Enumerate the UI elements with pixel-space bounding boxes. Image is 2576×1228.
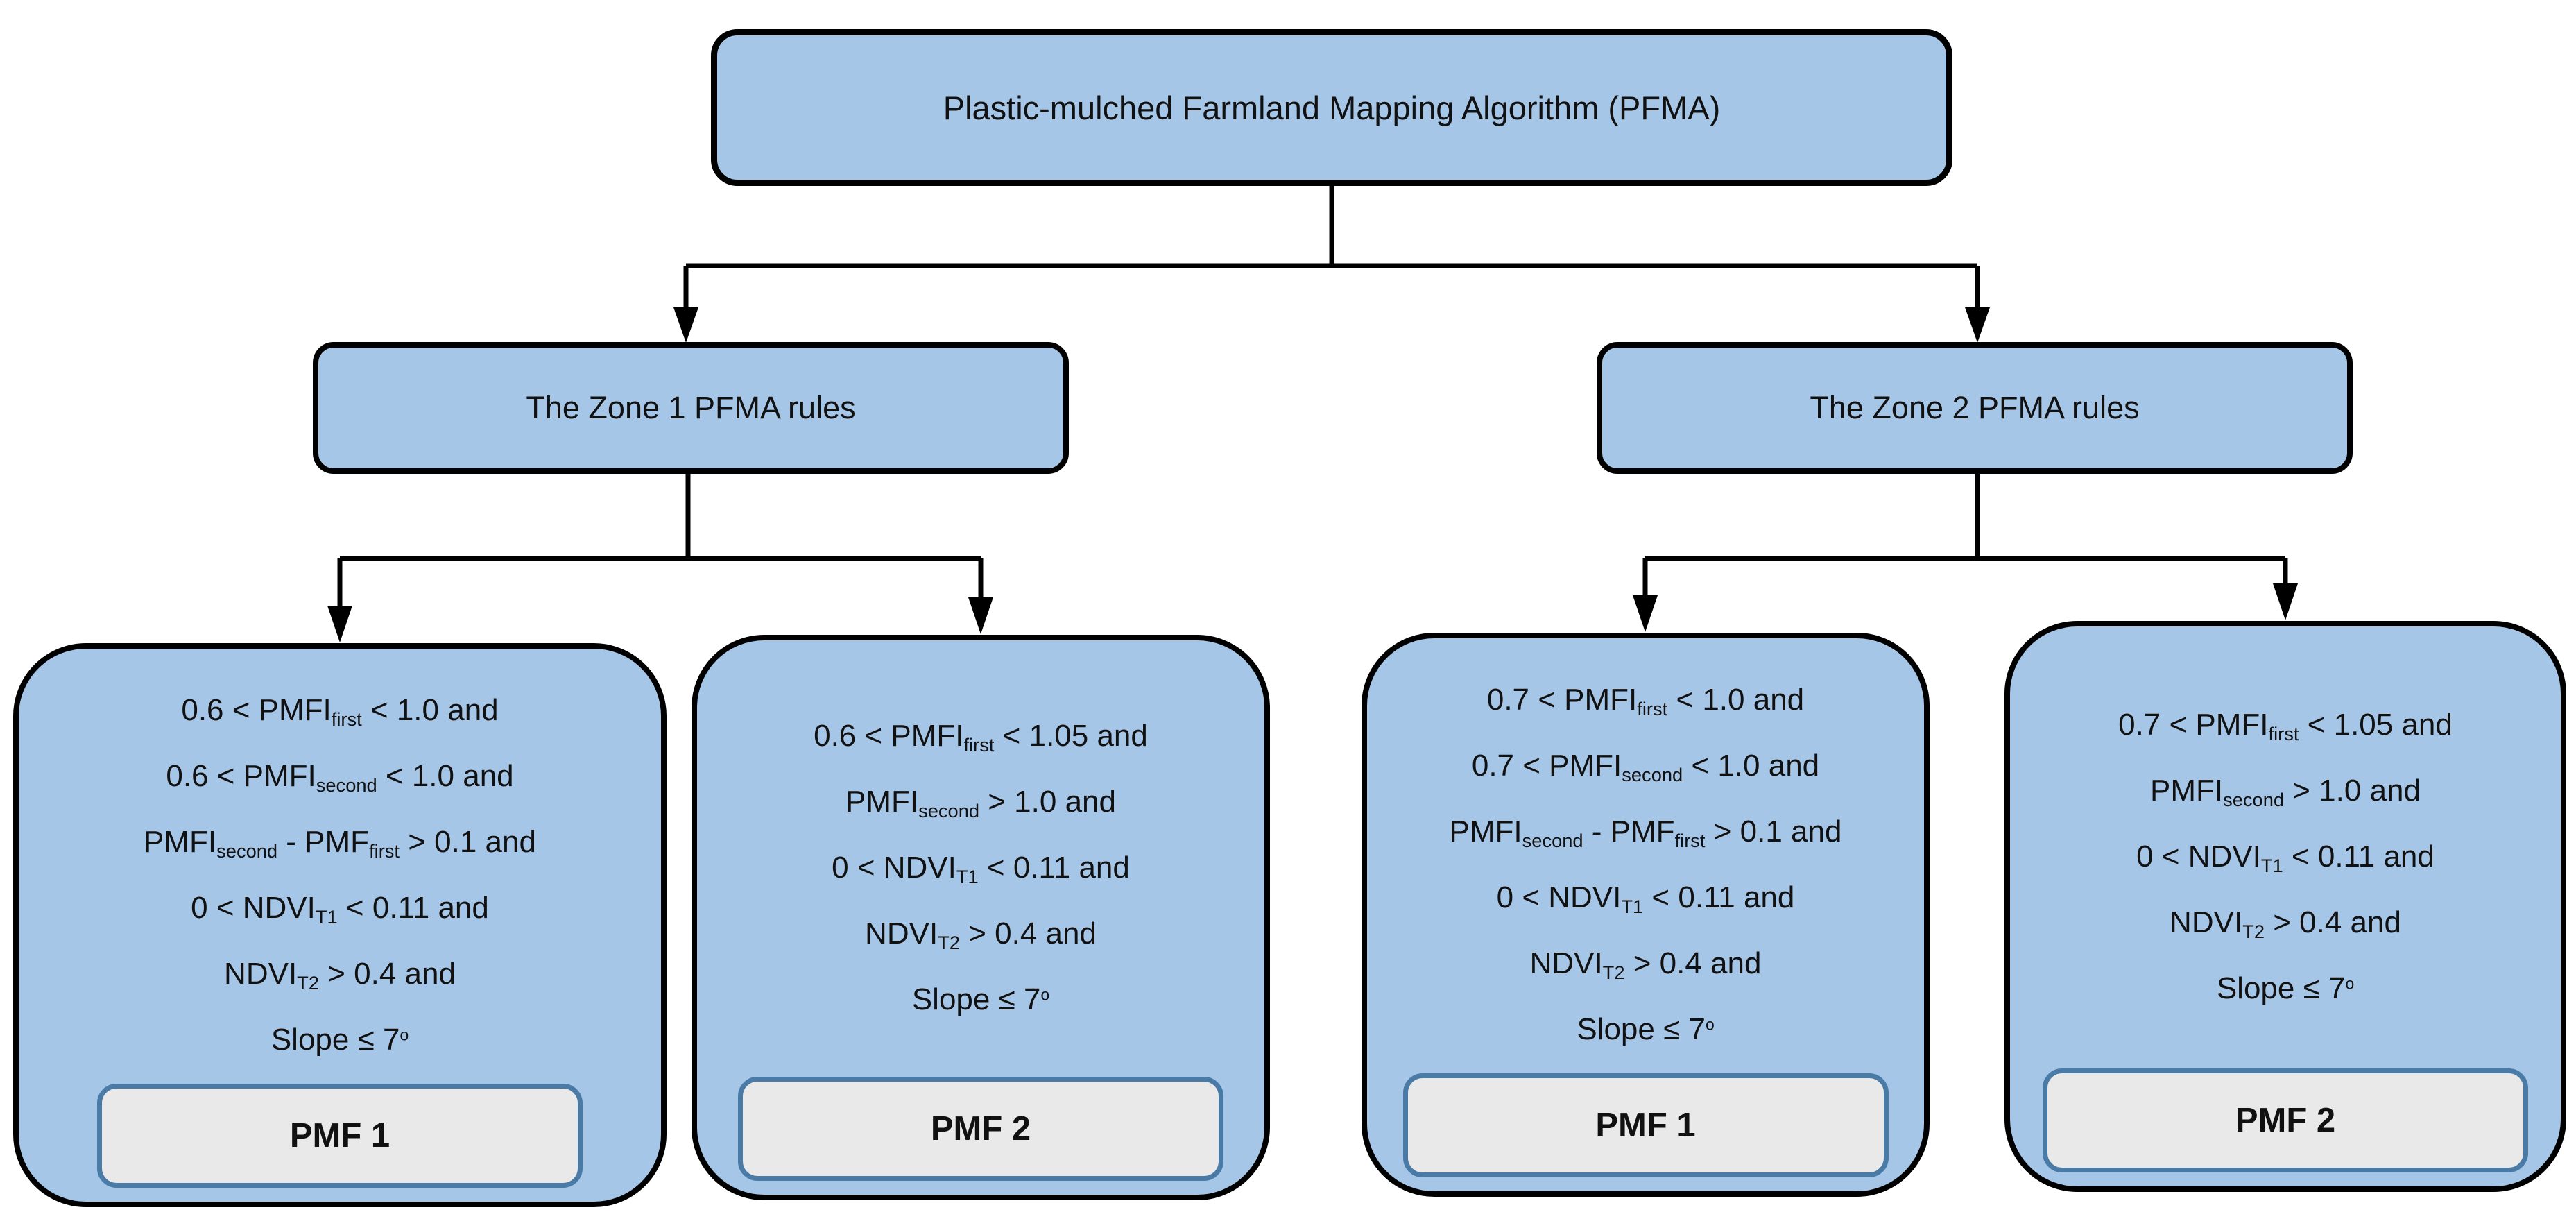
arrowhead-leaf3: [1633, 595, 1658, 632]
rule-line: 0 < NDVIT1 < 0.11 and: [1496, 880, 1795, 918]
result-badge-pmf2: PMF 2: [738, 1077, 1223, 1181]
result-badge-pmf1: PMF 1: [1402, 1073, 1889, 1177]
arrowhead-zone1: [673, 307, 698, 343]
rule-line: Slope ≤ 7o: [2216, 971, 2355, 1005]
rule-line: Slope ≤ 7o: [911, 982, 1050, 1016]
zone1-rules-box: The Zone 1 PFMA rules: [313, 342, 1069, 474]
rule-line: PMFIsecond > 1.0 and: [845, 784, 1116, 821]
arrowhead-leaf4: [2273, 583, 2298, 620]
rule-line: 0.6 < PMFIfirst < 1.05 and: [814, 718, 1148, 756]
rule-line: PMFIsecond > 1.0 and: [2150, 773, 2421, 810]
arrowhead-zone2: [1965, 307, 1990, 343]
result-badge-pmf2: PMF 2: [2043, 1068, 2528, 1172]
rule-line: PMFIsecond - PMFfirst > 0.1 and: [1449, 815, 1842, 852]
zone2-rules-box: The Zone 2 PFMA rules: [1597, 342, 2353, 474]
rule-list: 0.7 < PMFIfirst < 1.0 and 0.7 < PMFIsecon…: [1373, 670, 1918, 1059]
arrowhead-leaf1: [327, 606, 352, 642]
rule-line: 0.7 < PMFIsecond < 1.0 and: [1471, 749, 1820, 786]
rule-line: NDVIT2 > 0.4 and: [224, 957, 456, 994]
zone2-label: The Zone 2 PFMA rules: [1810, 390, 2140, 425]
rule-line: 0.6 < PMFIsecond < 1.0 and: [166, 759, 514, 796]
rule-line: 0 < NDVIT1 < 0.11 and: [2136, 839, 2435, 876]
rule-line: 0.7 < PMFIfirst < 1.05 and: [2118, 707, 2453, 744]
rule-line: NDVIT2 > 0.4 and: [865, 916, 1097, 953]
rule-line: 0.6 < PMFIfirst < 1.0 and: [181, 693, 499, 731]
rule-list: 0.6 < PMFIfirst < 1.0 and 0.6 < PMFIsecon…: [24, 680, 655, 1070]
rule-line: Slope ≤ 7o: [271, 1023, 409, 1057]
zone1-pmf1-rules-box: 0.6 < PMFIfirst < 1.0 and 0.6 < PMFIsecon…: [13, 643, 667, 1207]
zone1-label: The Zone 1 PFMA rules: [526, 390, 856, 425]
algorithm-title: Plastic-mulched Farmland Mapping Algorit…: [943, 89, 1721, 126]
rule-line: NDVIT2 > 0.4 and: [1529, 946, 1762, 984]
zone2-pmf1-rules-box: 0.7 < PMFIfirst < 1.0 and 0.7 < PMFIsecon…: [1362, 633, 1930, 1197]
result-badge-pmf1: PMF 1: [97, 1084, 583, 1188]
arrowhead-leaf2: [968, 597, 993, 634]
rule-line: Slope ≤ 7o: [1577, 1012, 1715, 1046]
rule-line: NDVIT2 > 0.4 and: [2170, 905, 2401, 942]
rule-line: 0 < NDVIT1 < 0.11 and: [832, 850, 1130, 887]
rule-line: PMFIsecond - PMFfirst > 0.1 and: [144, 825, 536, 862]
algorithm-title-box: Plastic-mulched Farmland Mapping Algorit…: [711, 29, 1952, 186]
rule-line: 0 < NDVIT1 < 0.11 and: [191, 891, 489, 928]
rule-line: 0.7 < PMFIfirst < 1.0 and: [1486, 683, 1805, 720]
